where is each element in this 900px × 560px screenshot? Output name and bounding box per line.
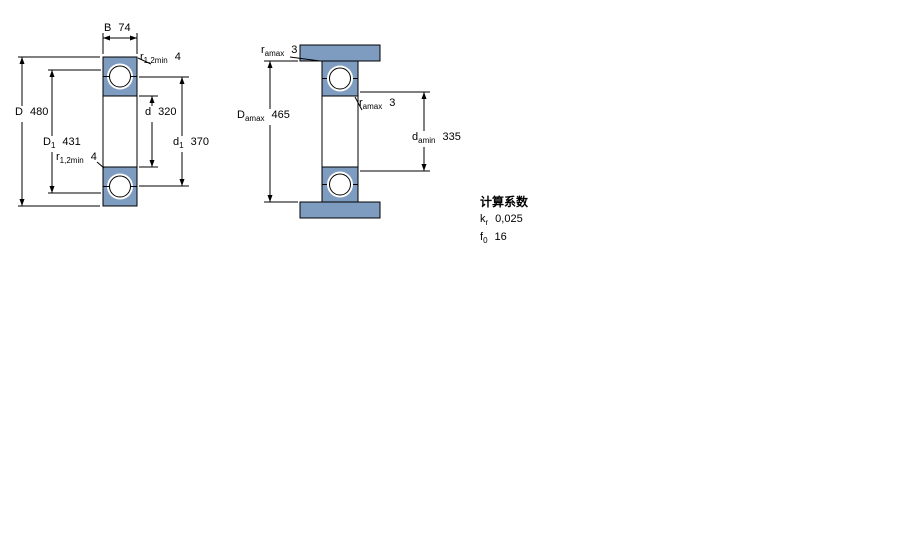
housing-shoulder-top bbox=[299, 44, 381, 62]
housing-shoulder-bottom bbox=[299, 201, 381, 219]
ball-icon bbox=[329, 67, 351, 90]
left-view-cross-section bbox=[102, 56, 138, 207]
left-view-dimension-lines bbox=[18, 33, 189, 207]
leader-ra-mid bbox=[354, 96, 363, 111]
right-view-mounting-section bbox=[299, 44, 381, 219]
ball-icon bbox=[109, 175, 131, 198]
calculation-factors-heading: 计算系数 bbox=[480, 195, 529, 209]
leader-ra-top bbox=[289, 56, 321, 62]
leader-r12-bottom bbox=[96, 161, 105, 169]
ball-icon bbox=[109, 65, 131, 88]
leader-r12-top bbox=[137, 57, 152, 65]
ball-icon bbox=[329, 173, 351, 196]
